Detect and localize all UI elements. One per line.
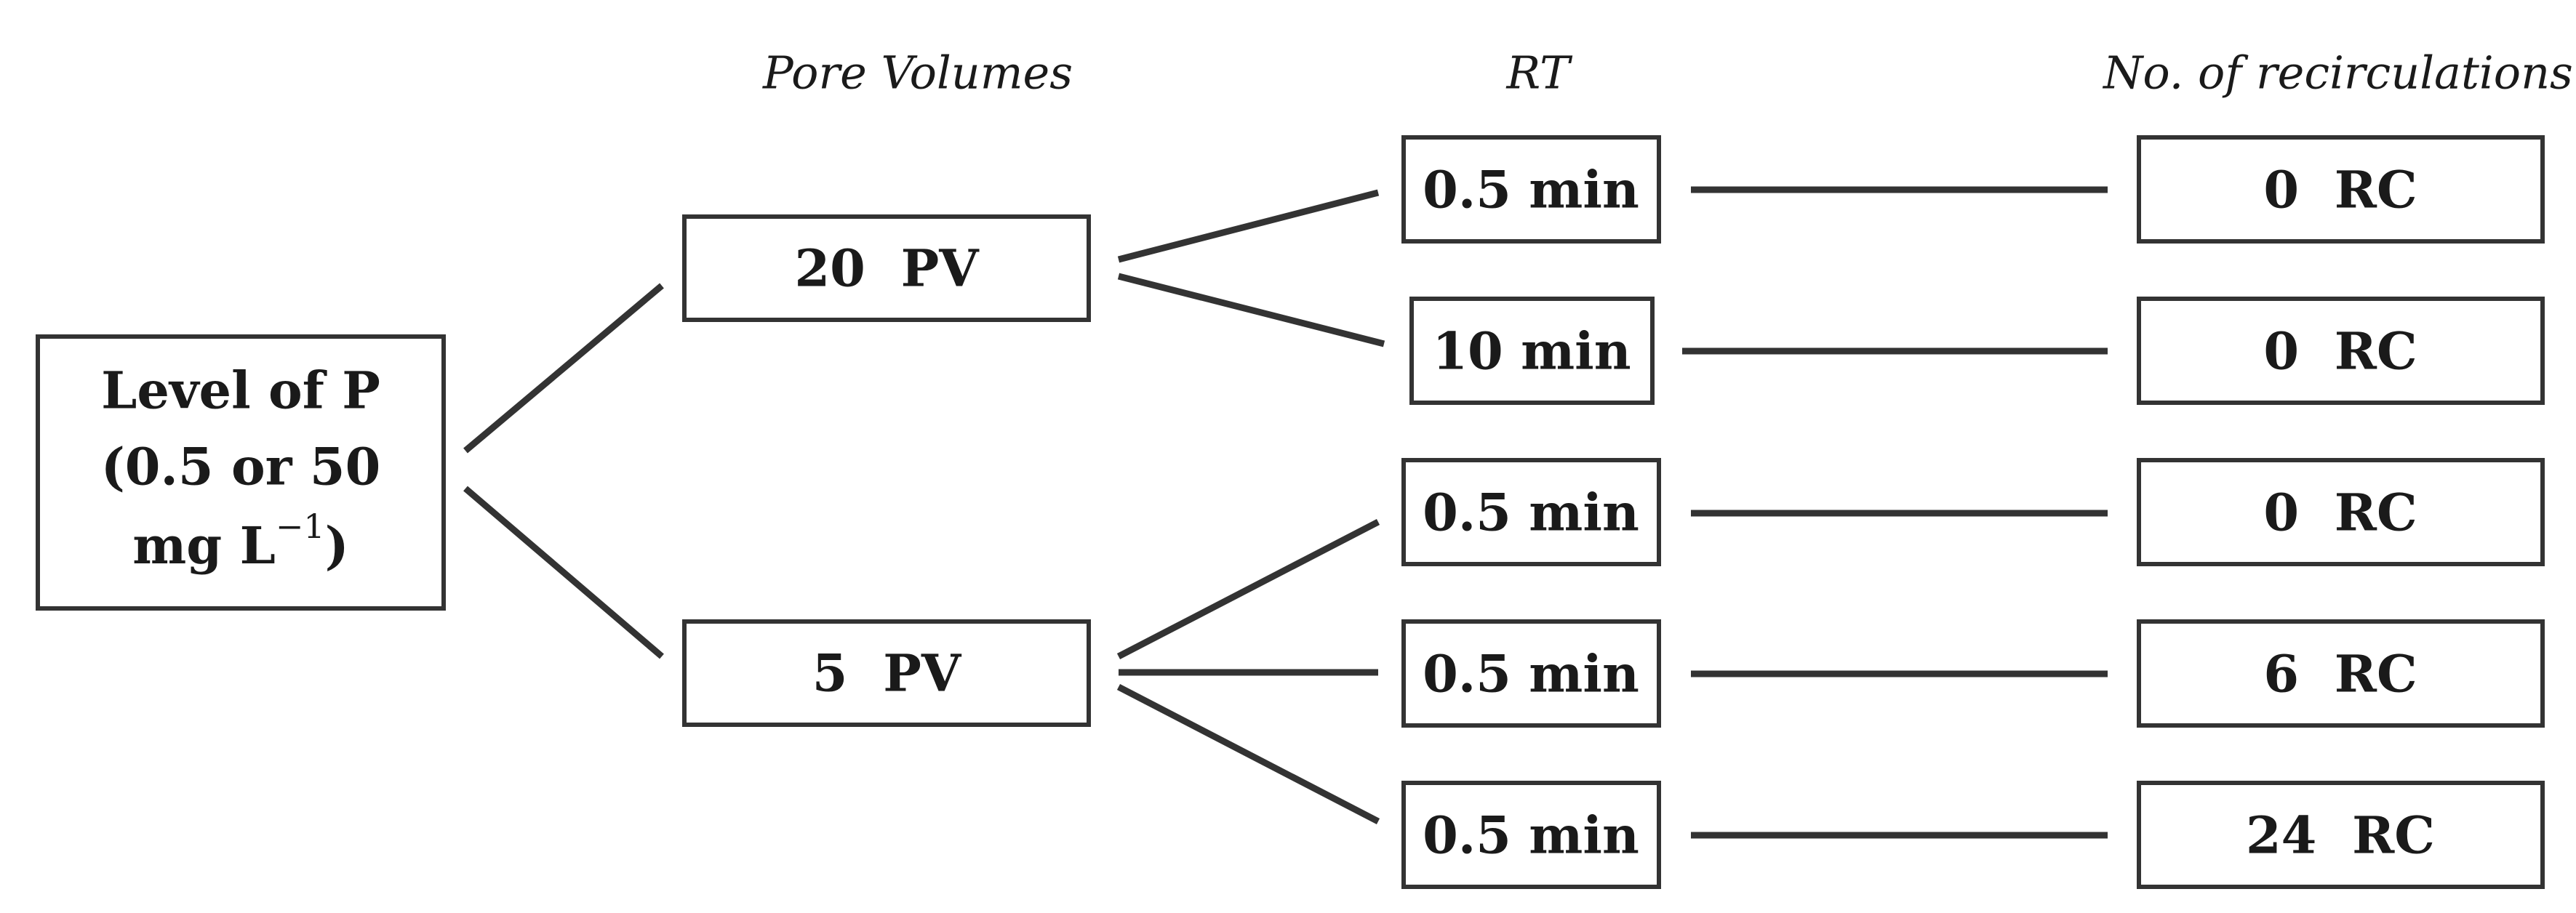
connector-20pv-to-rt2 [1117,273,1385,347]
root-label-line3: mg L−1) [132,507,349,576]
rc-label: 0 RC [2263,483,2417,543]
rt-label: 10 min [1432,321,1631,382]
connector-root-to-20pv [463,283,664,454]
root-label-line2: (0.5 or 50 [101,437,381,497]
pore-volume-node-20pv: 20 PV [682,214,1091,322]
rc-label: 6 RC [2263,644,2417,704]
rc-label: 0 RC [2263,160,2417,220]
root-node: Level of P (0.5 or 50 mg L−1) [36,334,446,611]
rt-node-1: 0.5 min [1401,135,1661,244]
root-label-line1: Level of P [101,361,380,421]
connector-20pv-to-rt1 [1117,189,1380,263]
pore-volume-label: 5 PV [812,643,962,704]
rc-node-2: 0 RC [2137,297,2545,405]
header-recirculations: No. of recirculations [2102,47,2573,100]
rc-label: 24 RC [2246,805,2435,866]
header-pore-volumes: Pore Volumes [762,47,1073,100]
rc-node-4: 6 RC [2137,619,2545,728]
rc-node-5: 24 RC [2137,781,2545,889]
rc-label: 0 RC [2263,321,2417,382]
connector-5pv-to-rt5 [1116,684,1380,824]
rc-node-3: 0 RC [2137,458,2545,566]
rt-node-3: 0.5 min [1401,458,1661,566]
rt-label: 0.5 min [1423,644,1639,704]
pore-volume-label: 20 PV [794,238,980,299]
rt-label: 0.5 min [1423,483,1639,543]
rt-label: 0.5 min [1423,805,1639,866]
rc-node-1: 0 RC [2137,135,2545,244]
rt-node-5: 0.5 min [1401,781,1661,889]
rt-label: 0.5 min [1423,160,1639,220]
connector-root-to-5pv [463,486,664,659]
header-rt: RT [1506,47,1574,100]
rt-node-4: 0.5 min [1401,619,1661,728]
rt-node-2: 10 min [1409,297,1655,405]
pore-volume-node-5pv: 5 PV [682,619,1091,727]
connector-5pv-to-rt3 [1116,519,1380,659]
